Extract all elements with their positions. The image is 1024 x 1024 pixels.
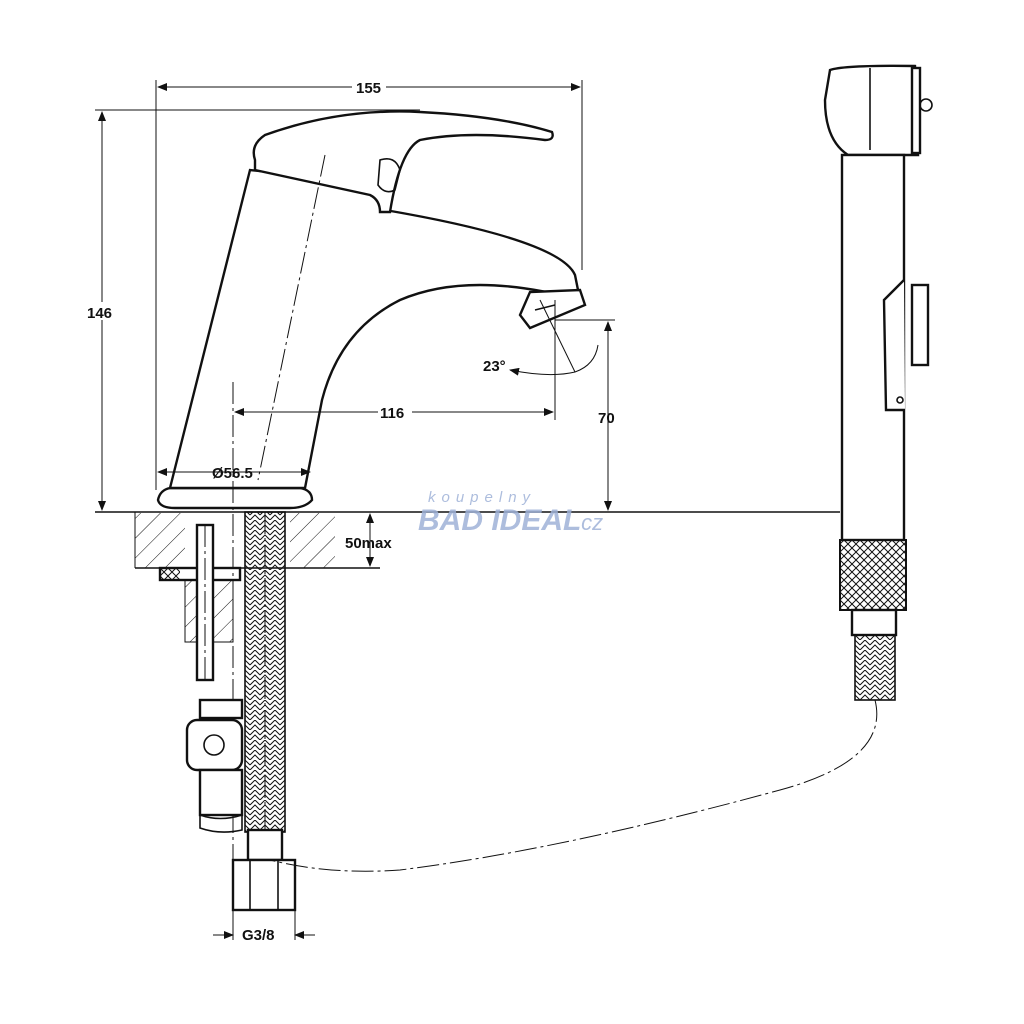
connection-thread-dimension: G3/8 bbox=[242, 927, 275, 944]
watermark: koupelny BAD IDEAL .cz bbox=[418, 489, 603, 537]
spout-height-dimension: 70 bbox=[598, 410, 615, 427]
angle-dimension: 23° bbox=[483, 358, 506, 375]
height-dimension: 146 bbox=[87, 305, 112, 322]
reach-dimension: 116 bbox=[380, 405, 404, 422]
deck-section bbox=[95, 511, 840, 569]
svg-text:BAD IDEAL: BAD IDEAL bbox=[418, 504, 581, 537]
width-dimension: 155 bbox=[356, 80, 381, 97]
base-diameter-dimension: Ø56.5 bbox=[212, 465, 253, 482]
deck-thickness-dimension: 50max bbox=[345, 535, 392, 552]
faucet-body bbox=[156, 110, 587, 510]
hand-shower bbox=[269, 64, 933, 872]
svg-text:koupelny: koupelny bbox=[428, 489, 536, 506]
mounting-parts bbox=[158, 382, 297, 940]
svg-text:.cz: .cz bbox=[575, 510, 603, 535]
